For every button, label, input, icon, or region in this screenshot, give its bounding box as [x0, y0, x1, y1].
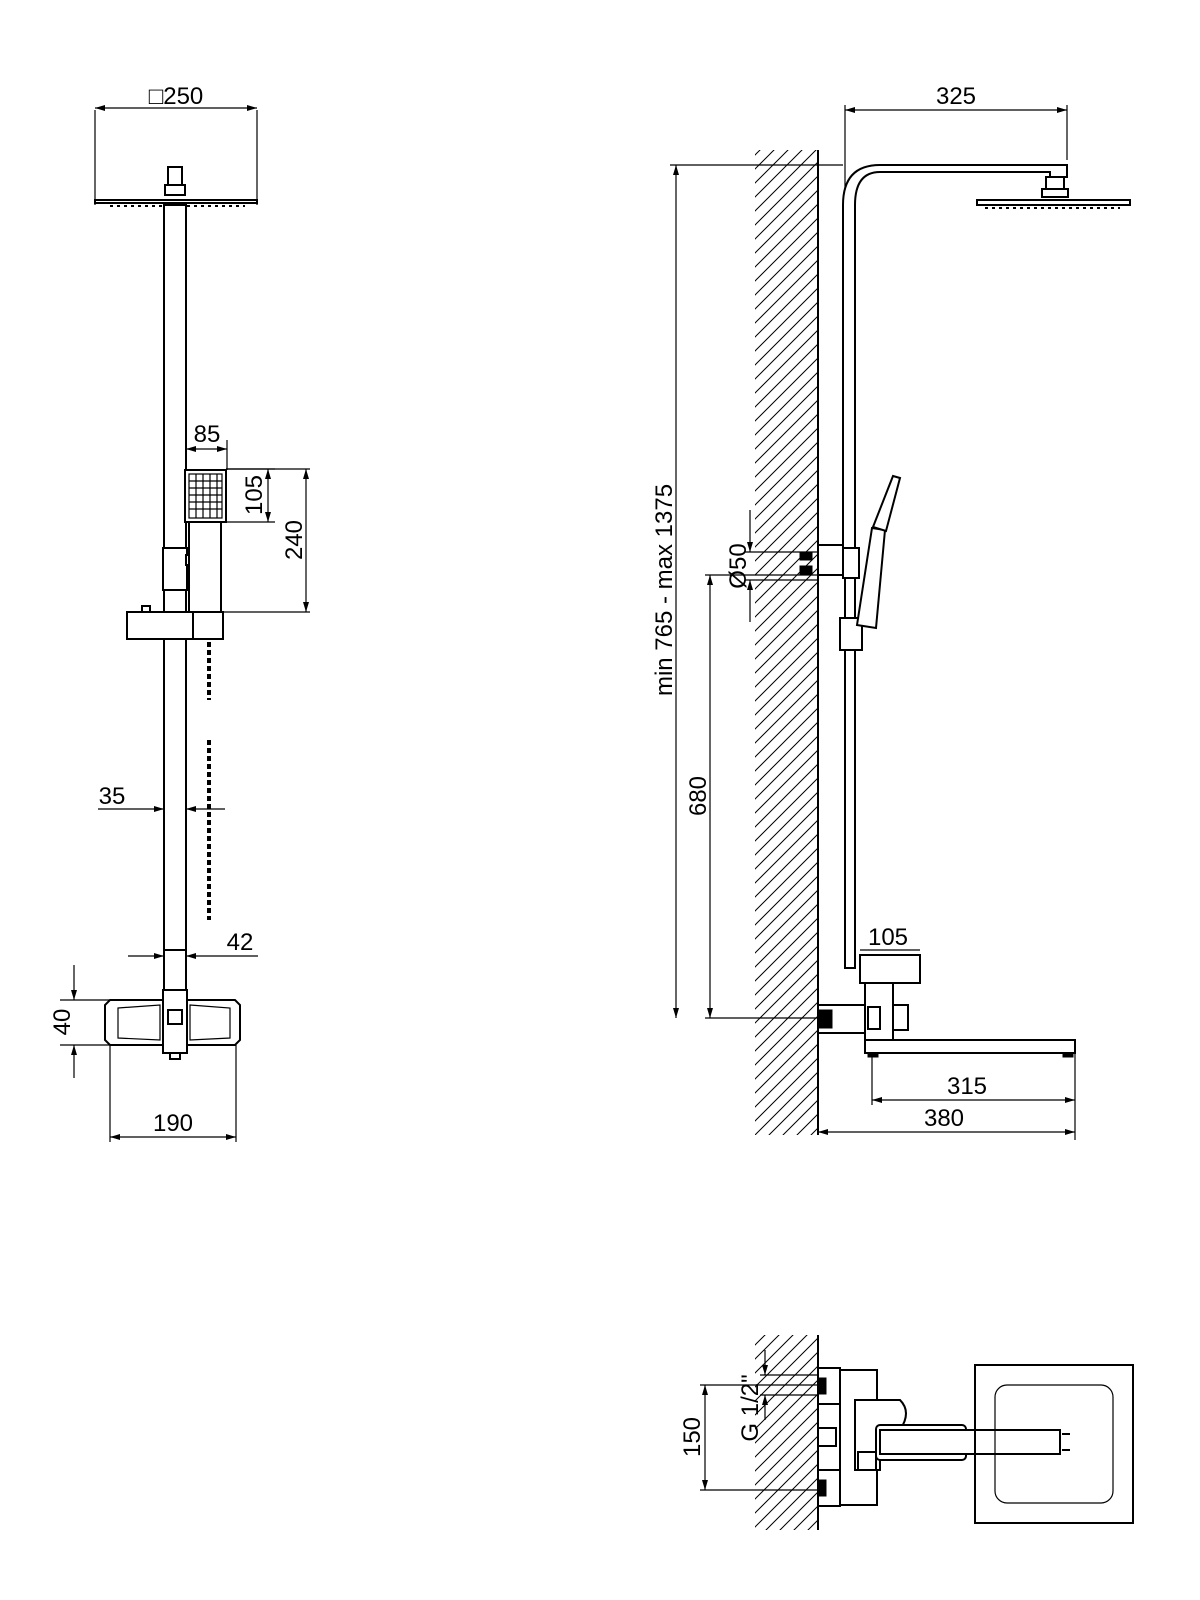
side-shower-head: [976, 199, 1131, 206]
front-rail-bottom-label: 42: [227, 929, 254, 956]
side-shower-arm: [842, 164, 1068, 561]
front-rail-diameter-label: 35: [99, 783, 126, 810]
front-mixer-height-label: 40: [49, 1009, 76, 1036]
front-head-connector: [167, 166, 183, 186]
front-slider-bracket: [126, 611, 224, 640]
top-inlet-spacing-label: 150: [679, 1417, 706, 1457]
front-view: □250 85: [49, 83, 310, 1142]
top-shower-head: [974, 1364, 1134, 1524]
side-mixer-depth-label: 105: [868, 924, 908, 951]
side-total-depth-label: 380: [924, 1105, 964, 1132]
side-slider: [839, 617, 863, 651]
side-arm-reach-label: 325: [936, 83, 976, 110]
side-spout-length-label: 315: [947, 1073, 987, 1100]
side-mount-diameter-label: Ø50: [725, 543, 752, 588]
top-view: G 1/2" 150: [679, 1335, 1134, 1530]
side-height-range-label: min 765 - max 1375: [651, 484, 678, 696]
front-head-size-label: □250: [149, 83, 204, 110]
front-hand-shower-head: [184, 469, 227, 523]
front-shower-head: [94, 199, 258, 204]
front-hand-shower-handle: [188, 521, 222, 613]
side-lower-rail: [844, 577, 856, 969]
side-view: 325 min 765 - max 1375 Ø50 680: [651, 83, 1131, 1140]
side-spout: [864, 1039, 1076, 1054]
side-wall-hatch: [755, 150, 818, 1135]
side-mixer-lever: [859, 954, 921, 984]
side-mixer-height-label: 680: [685, 776, 712, 816]
front-hand-head-height-label: 105: [241, 475, 268, 515]
front-hand-height-label: 240: [281, 520, 308, 560]
top-spout: [879, 1429, 1061, 1455]
side-hand-shower: [855, 526, 887, 630]
front-mixer-width-label: 190: [153, 1110, 193, 1137]
front-hand-width-label: 85: [194, 421, 221, 448]
